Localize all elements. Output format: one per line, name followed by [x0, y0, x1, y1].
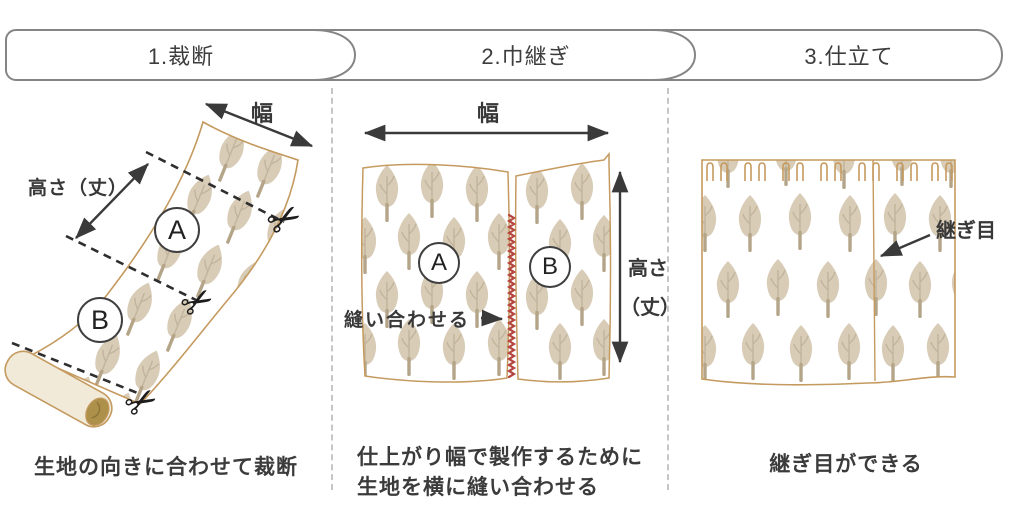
curtain-hooks [706, 162, 953, 181]
seam-label: 継ぎ目 [936, 220, 996, 242]
step-junction-arcs [312, 29, 697, 81]
panel-divider-2 [667, 88, 669, 490]
joining-caption-line1: 仕上がり幅で製作するために [357, 446, 643, 469]
fabric-roll [4, 350, 113, 428]
cutting-width-label: 幅 [251, 101, 274, 126]
piece-b-letter: B [541, 253, 558, 280]
curtain [701, 159, 956, 386]
piece-b-badge: B [77, 297, 123, 343]
sew-together-label: 縫い合わせる [344, 310, 471, 331]
stitch-line [506, 213, 517, 379]
joining-height-label-bottom: （丈） [620, 297, 680, 319]
joining-width-label: 幅 [477, 101, 500, 126]
joining-height-label-top: 高さ [628, 258, 668, 280]
piece-a-badge: A [154, 207, 200, 253]
piece-b-letter: B [90, 304, 109, 335]
seam-pointer-arrow [879, 233, 931, 258]
step-label-joining: 2.巾継ぎ [481, 44, 571, 69]
dimension-arrows [363, 124, 629, 364]
cut-lines [11, 150, 285, 396]
step-label-cutting: 1.裁断 [147, 44, 215, 69]
seam-line [872, 159, 876, 382]
piece-b-badge: B [529, 246, 571, 288]
panel-divider-1 [331, 88, 333, 490]
cutting-diagram [4, 102, 314, 428]
piece-a-letter: A [167, 214, 186, 245]
finishing-caption: 継ぎ目ができる [769, 453, 923, 476]
cutting-height-label: 高さ（丈） [28, 178, 129, 199]
joining-caption: 仕上がり幅で製作するために 生地を横に縫い合わせる [357, 443, 643, 503]
step-label-finishing: 3.仕立て [804, 44, 894, 69]
sew-pointer-arrow [480, 309, 504, 327]
joining-diagram [360, 124, 629, 383]
finishing-diagram [701, 159, 956, 386]
piece-a-badge: A [418, 242, 460, 284]
steps-bar: 1.裁断 2.巾継ぎ 3.仕立て [5, 29, 1003, 81]
dimension-arrows [75, 102, 314, 239]
joining-caption-line2: 生地を横に縫い合わせる [357, 476, 599, 499]
piece-a-letter: A [430, 249, 447, 276]
cutting-caption: 生地の向きに合わせて裁断 [34, 456, 298, 479]
